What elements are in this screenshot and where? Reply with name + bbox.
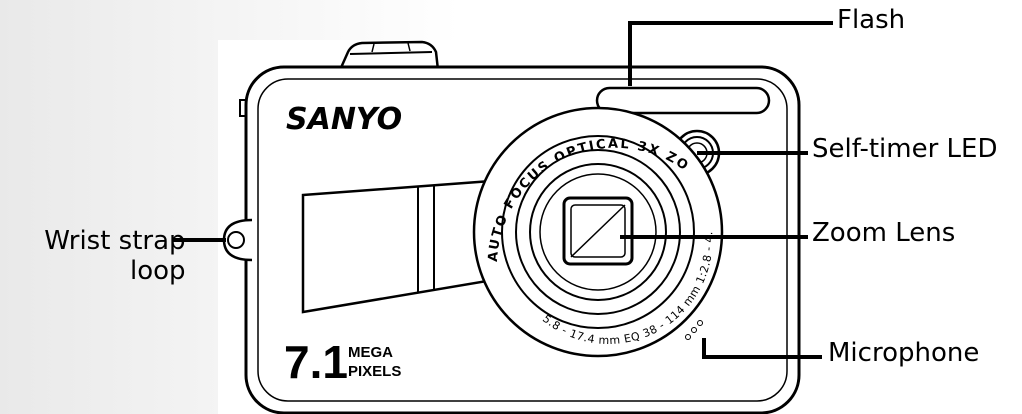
callout-flash: Flash — [837, 5, 906, 35]
lens-aperture — [562, 196, 634, 266]
microphone-holes — [685, 320, 703, 340]
callout-wrist-strap-line1: Wrist strap — [44, 226, 186, 256]
camera-body-inner-edge — [257, 78, 788, 402]
callout-microphone: Microphone — [828, 338, 980, 368]
pixels-label: PIXELS — [348, 363, 401, 380]
callout-wrist-strap-loop: Wrist strap loop — [10, 226, 186, 286]
side-button — [239, 99, 246, 117]
microphone-leader — [702, 338, 822, 359]
callout-wrist-strap-line2: loop — [130, 256, 186, 286]
callout-self-timer-led: Self-timer LED — [812, 134, 998, 164]
shutter-button — [338, 40, 440, 72]
leader-lines — [172, 21, 833, 359]
flash-window — [595, 86, 771, 115]
megapixel-number: 7.1 — [284, 336, 348, 388]
callout-zoom-lens: Zoom Lens — [812, 218, 956, 248]
flash-leader — [628, 21, 833, 86]
mega-label: MEGA — [348, 344, 393, 361]
brand-logo: SANYO — [286, 102, 402, 137]
wrist-strap-loop — [222, 218, 253, 262]
